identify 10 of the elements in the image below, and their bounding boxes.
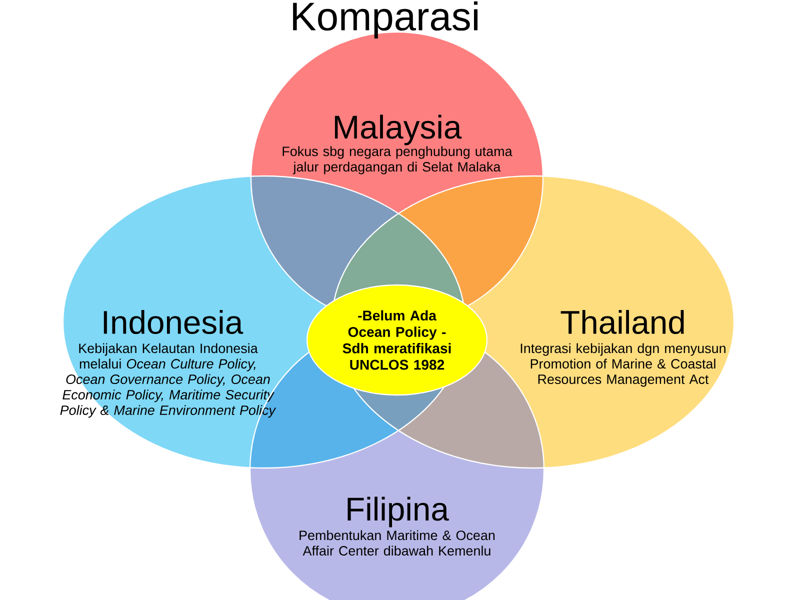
description: Fokus sbg negara penghubung utama jalur perdagangan di Selat Malaka <box>282 146 512 174</box>
description: Kebijakan Kelautan Indonesia melalui Ocean Culture Policy, Ocean Governance Policy, Ocean Economic Policy, Maritime Security Policy & Marine Environment Policy <box>60 343 276 418</box>
country-name: Thailand <box>560 310 684 334</box>
description: Pembentukan Maritime & Ocean Affair Center dibawah Kemenlu <box>300 530 495 556</box>
description: Integrasi kebijakan dgn menyusun Promotion of Marine & Coastal Resources Management Act <box>520 343 726 387</box>
country-name: Filipina <box>348 496 449 528</box>
title: Komparasi <box>293 1 478 39</box>
policy-text: -Belum Ada Ocean Policy -Sdh meratifikasi UNCLOS 1982 <box>342 310 451 370</box>
country-name: Indonesia <box>104 310 244 334</box>
country-name: Malaysia <box>334 114 462 146</box>
